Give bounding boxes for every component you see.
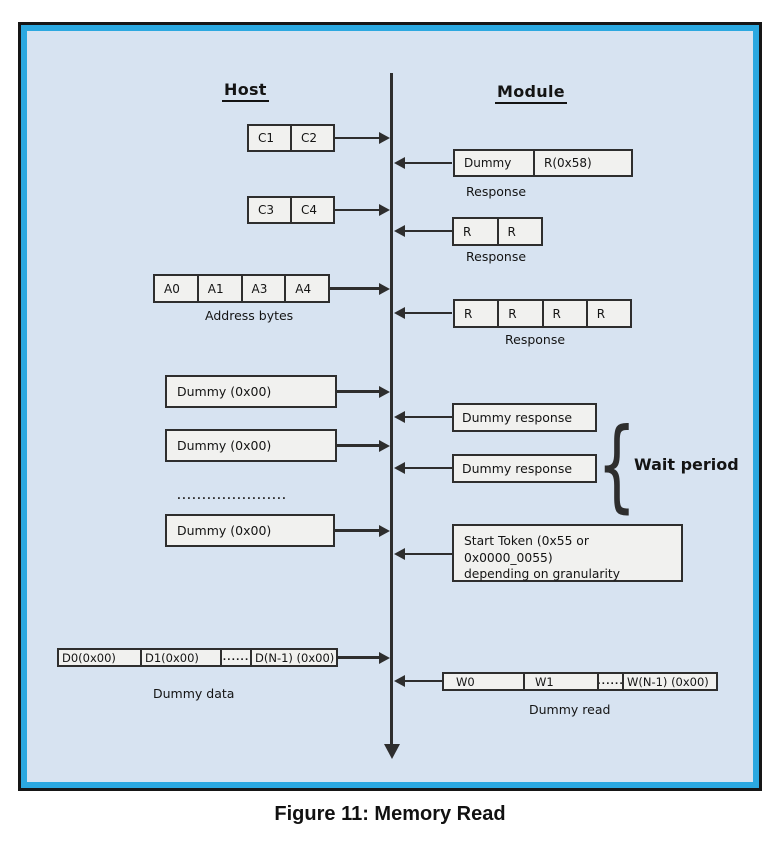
byte-cell: R(0x58): [533, 151, 631, 175]
module-arrow-icon: [394, 548, 452, 559]
host-dummy-box-2: Dummy (0x00): [165, 429, 337, 462]
module-arrow-icon: [394, 225, 452, 236]
start-token-line2: depending on granularity: [464, 567, 620, 582]
module-arrow-icon: [394, 307, 452, 318]
byte-cell: R: [497, 301, 541, 326]
dummy-data-label: Dummy data: [153, 686, 235, 701]
module-response-box-3: R R R R: [453, 299, 632, 328]
byte-cell: R: [585, 301, 630, 326]
byte-cell: W0: [456, 674, 475, 689]
byte-cell: R: [463, 224, 472, 239]
response-label: Response: [505, 332, 566, 347]
host-arrow-icon: [335, 204, 390, 215]
module-dummy-response-box-1: Dummy response: [452, 403, 597, 432]
host-arrow-icon: [330, 283, 390, 294]
dummy-read-label: Dummy read: [529, 702, 611, 717]
byte-cell: R: [464, 306, 473, 321]
host-command-box-2: C3 C4: [247, 196, 335, 224]
host-arrow-icon: [338, 652, 390, 663]
host-command-box-1: C1 C2: [247, 124, 335, 152]
byte-cell: R: [496, 219, 542, 244]
module-arrow-icon: [394, 462, 452, 473]
module-read-box: W0 W1 ...... W(N-1) (0x00): [442, 672, 718, 691]
byte-cell: W1: [523, 674, 597, 689]
byte-cell: C4: [290, 198, 333, 222]
byte-cell: C2: [290, 126, 333, 150]
module-start-token-box: Start Token (0x55 or 0x0000_0055) depend…: [452, 524, 683, 582]
module-arrow-icon: [394, 675, 442, 686]
byte-cell: C1: [258, 131, 275, 145]
byte-cell: Dummy: [464, 156, 512, 170]
byte-cell: W(N-1) (0x00): [622, 674, 716, 689]
byte-cell: A3: [240, 276, 285, 301]
module-heading: Module: [495, 82, 567, 104]
host-address-box: A0 A1 A3 A4: [153, 274, 330, 303]
byte-cell: A4: [284, 276, 328, 301]
response-label: Response: [466, 184, 527, 199]
host-arrow-icon: [335, 525, 390, 536]
host-arrow-icon: [337, 386, 390, 397]
host-arrow-icon: [337, 440, 390, 451]
timeline-arrowhead-icon: [383, 744, 400, 759]
ellipsis-cell: ......: [597, 674, 622, 689]
start-token-line1: Start Token (0x55 or 0x0000_0055): [464, 534, 589, 565]
wait-period-label: Wait period: [634, 455, 739, 474]
byte-cell: D(N-1) (0x00): [250, 650, 336, 665]
module-response-box-1: Dummy R(0x58): [453, 149, 633, 177]
host-data-box: D0(0x00) D1(0x00) ...... D(N-1) (0x00): [57, 648, 338, 667]
figure-caption: Figure 11: Memory Read: [274, 803, 506, 825]
response-label: Response: [466, 249, 527, 264]
host-dummy-box-3: Dummy (0x00): [165, 514, 335, 547]
byte-cell: A1: [196, 276, 241, 301]
wait-period-brace-icon: {: [597, 406, 637, 523]
module-arrow-icon: [394, 157, 452, 168]
byte-cell: D0(0x00): [62, 650, 116, 665]
byte-cell: D1(0x00): [140, 650, 220, 665]
byte-cell: C3: [258, 203, 275, 217]
timeline-axis: [390, 73, 393, 745]
repeat-ellipsis: ......................: [177, 491, 287, 502]
byte-cell: R: [541, 301, 586, 326]
host-dummy-box-1: Dummy (0x00): [165, 375, 337, 408]
byte-cell: A0: [164, 281, 180, 296]
module-response-box-2: R R: [452, 217, 543, 246]
host-heading: Host: [222, 80, 269, 102]
host-arrow-icon: [335, 132, 390, 143]
ellipsis-cell: ......: [220, 650, 250, 665]
module-dummy-response-box-2: Dummy response: [452, 454, 597, 483]
module-arrow-icon: [394, 411, 452, 422]
address-bytes-label: Address bytes: [205, 308, 294, 323]
